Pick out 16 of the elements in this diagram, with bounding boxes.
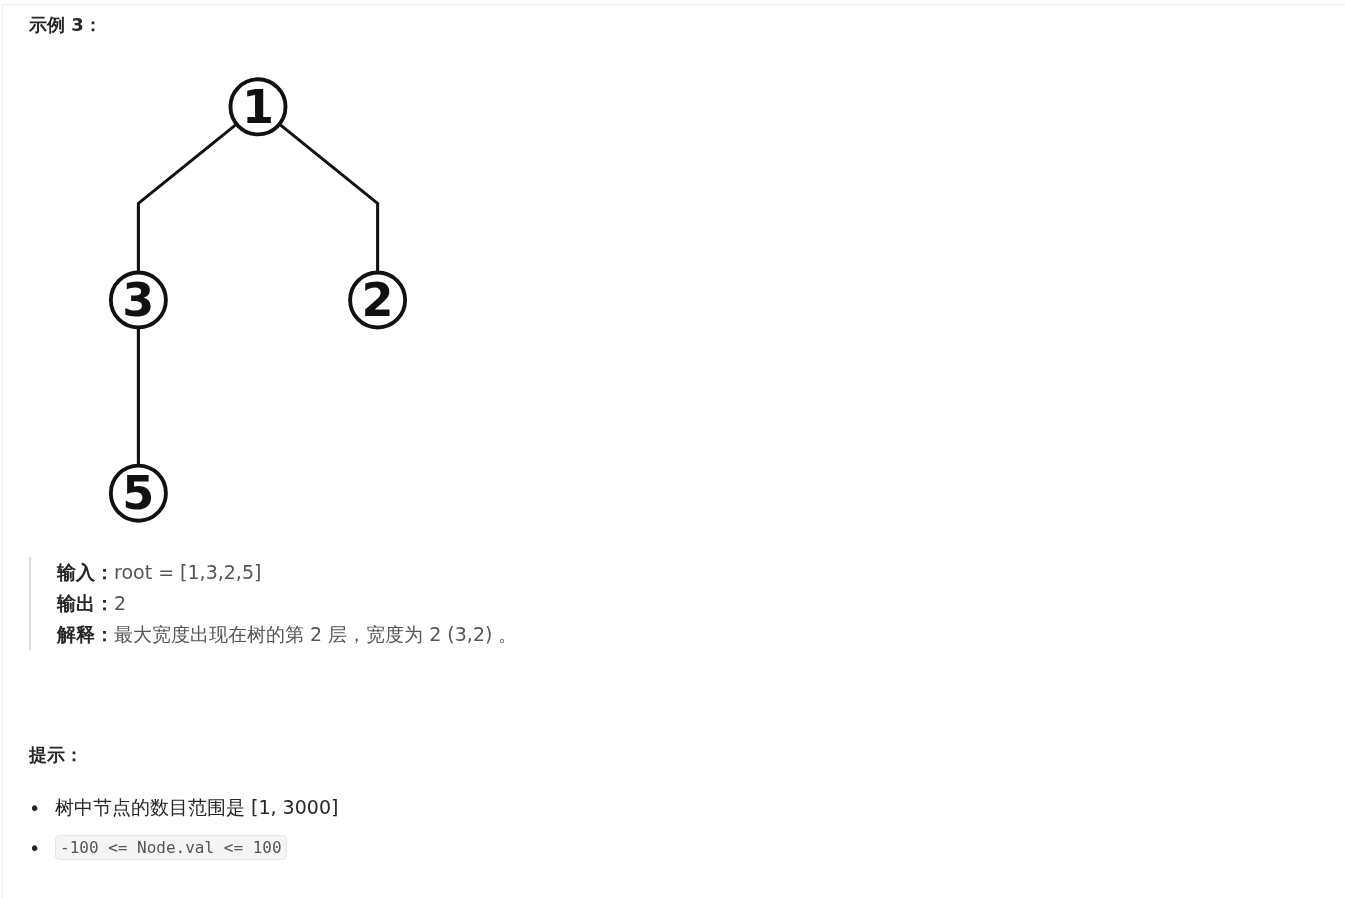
list-text: 树中节点的数目范围是 [1, 3000] <box>55 795 339 820</box>
connector <box>278 122 380 273</box>
node-circle: 2 <box>348 270 408 330</box>
node-circle: 5 <box>108 463 168 523</box>
heading: 示例 3： <box>29 13 102 37</box>
example-line: 输入：root = [1,3,2,5] <box>57 560 263 585</box>
connector <box>136 122 238 273</box>
bullet-marker: • <box>29 797 41 819</box>
bullet-marker: • <box>29 836 41 859</box>
example-line: 解释：最大宽度出现在树的第 2 层，宽度为 2 (3,2) 。 <box>57 622 518 647</box>
heading: 提示： <box>29 743 83 767</box>
example-line: 输出：2 <box>57 591 128 616</box>
node-circle: 3 <box>108 270 168 330</box>
code-snippet: -100 <= Node.val <= 100 <box>55 835 287 860</box>
connector <box>136 327 140 466</box>
node-circle: 1 <box>228 77 288 137</box>
